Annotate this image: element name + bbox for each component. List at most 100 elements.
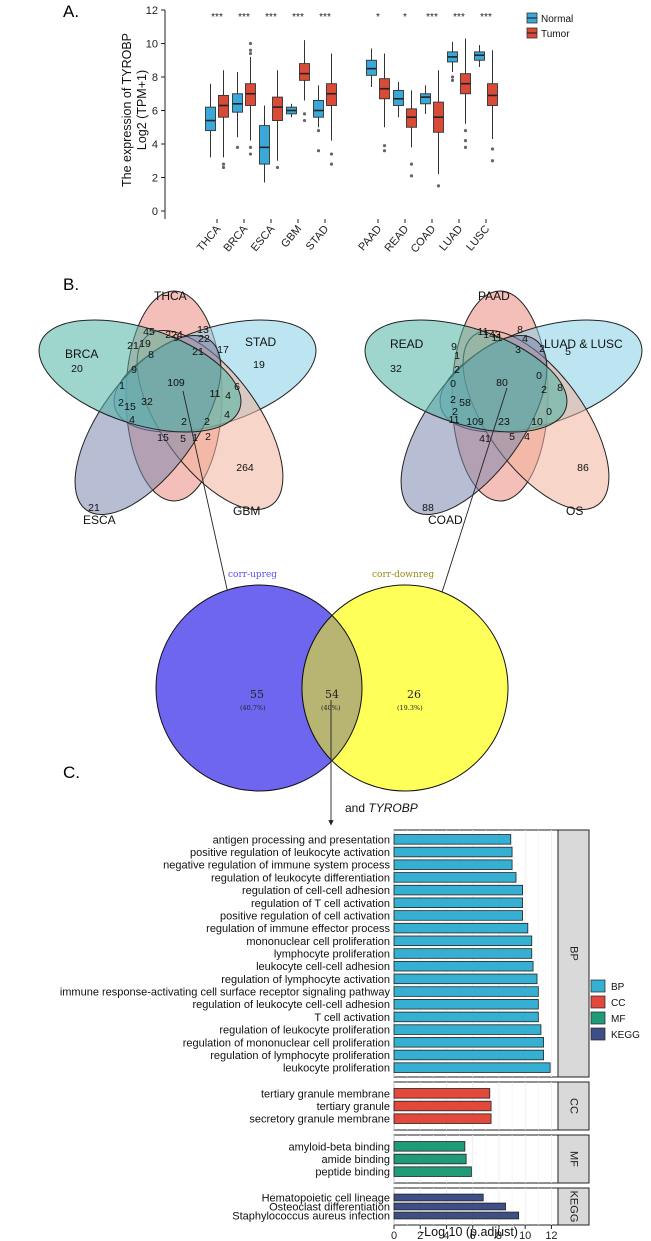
venn-region-count: 8 bbox=[517, 324, 523, 336]
venn-region-count: 4 bbox=[129, 414, 135, 426]
enrichment-term-label: tertiary granule bbox=[317, 1101, 390, 1113]
enrichment-bar bbox=[393, 1113, 492, 1124]
venn-region-count: 1 bbox=[454, 350, 460, 362]
venn-region-count: 1 bbox=[119, 380, 125, 392]
venn-left-set-label-gbm: GBM bbox=[233, 504, 260, 518]
legend-swatch-cc bbox=[590, 995, 606, 1009]
boxplot-significance-label: *** bbox=[319, 12, 331, 23]
boxplot-box bbox=[272, 70, 283, 170]
enrichment-bar bbox=[393, 897, 523, 908]
boxplot-box bbox=[232, 71, 243, 149]
venn-region-count: 5 bbox=[565, 346, 571, 358]
boxplot-significance-label: *** bbox=[211, 12, 223, 23]
boxplot-box bbox=[487, 50, 498, 163]
boxplot-outlier bbox=[221, 162, 226, 166]
enrichment-term-label: regulation of leukocyte cell-cell adhesi… bbox=[192, 999, 390, 1011]
boxplot-box bbox=[326, 53, 337, 166]
legend-label-kegg: KEGG bbox=[611, 1030, 640, 1041]
boxplot-y-tick-label: 2 bbox=[152, 173, 158, 185]
venn-region-count: 8 bbox=[148, 349, 154, 361]
venn-region-count: 9 bbox=[131, 364, 137, 376]
enrichment-x-tick-label: 4 bbox=[443, 1230, 449, 1241]
legend-label-mf: MF bbox=[611, 1014, 625, 1025]
enrichment-term-label: T cell activation bbox=[314, 1012, 390, 1024]
boxplot-outlier bbox=[463, 145, 468, 149]
legend-swatch-mf bbox=[590, 1011, 606, 1025]
venn-set-brca bbox=[38, 319, 242, 433]
legend-label-normal: Normal bbox=[541, 14, 573, 25]
boxplot-box bbox=[259, 105, 270, 183]
boxplot-x-tick-label: LUSC bbox=[464, 223, 492, 253]
boxplot-outlier bbox=[316, 129, 321, 133]
enrichment-bar bbox=[393, 1011, 539, 1023]
boxplot-box bbox=[433, 70, 444, 188]
venn-region-count: 21 bbox=[192, 346, 204, 358]
boxplot-y-tick-label: 4 bbox=[152, 139, 158, 151]
enrichment-term-label: regulation of mononuclear cell prolifera… bbox=[183, 1037, 390, 1049]
boxplot-x-tick-label: BRCA bbox=[221, 223, 250, 255]
enrichment-term-label: leukocyte proliferation bbox=[283, 1063, 390, 1075]
boxplot-x-tick-label: READ bbox=[382, 223, 411, 254]
boxplot-box bbox=[474, 45, 485, 67]
boxplot-significance-label: *** bbox=[265, 12, 277, 23]
venn-region-count: 109 bbox=[167, 377, 185, 389]
boxplot-significance-label: * bbox=[376, 12, 380, 23]
enrichment-facet-strip: MF bbox=[557, 1134, 590, 1184]
venn-diagram-right: PAAD LUAD & LUSC OS COAD READ 1435868832… bbox=[364, 289, 643, 527]
venn-two-count-upreg-only: 55 bbox=[250, 688, 264, 701]
boxplot-box bbox=[379, 53, 390, 153]
boxplot-box bbox=[447, 41, 458, 82]
enrichment-bar bbox=[393, 1088, 491, 1099]
venn-region-count: 5 bbox=[509, 431, 515, 443]
boxplot-significance-label: *** bbox=[292, 12, 304, 23]
boxplot-box bbox=[218, 70, 229, 170]
boxplot-outlier bbox=[382, 144, 387, 148]
boxplot-x-tick-label: GBM bbox=[279, 223, 304, 250]
venn-region-count: 2 bbox=[204, 416, 210, 428]
enrichment-bar bbox=[393, 910, 523, 921]
enrichment-bar bbox=[393, 1193, 484, 1202]
boxplot-outlier bbox=[248, 145, 253, 149]
boxplot-box bbox=[366, 48, 377, 88]
venn-region-count: 9 bbox=[173, 332, 179, 344]
boxplot-outlier bbox=[235, 145, 240, 149]
enrichment-term-label: Hematopoietic cell lineage bbox=[262, 1193, 390, 1205]
venn-right-set-label-os: OS bbox=[566, 504, 583, 518]
boxplot-x-tick-label: ESCA bbox=[249, 223, 278, 254]
enrichment-x-tick-label: 2 bbox=[417, 1230, 423, 1241]
enrichment-term-label: negative regulation of immune system pro… bbox=[163, 860, 390, 872]
boxplot-box bbox=[245, 41, 256, 156]
venn-region-count: 15 bbox=[157, 432, 169, 444]
enrichment-x-tick-label: 6 bbox=[470, 1230, 476, 1241]
boxplot-outlier bbox=[409, 174, 414, 178]
venn-region-count: 11 bbox=[210, 388, 221, 400]
venn-region-count: 4 bbox=[524, 431, 530, 443]
enrichment-bar bbox=[393, 935, 533, 947]
enrichment-bar bbox=[393, 1211, 520, 1220]
enrichment-facet-panel: KEGG Hematopoietic cell lineageOsteoclast… bbox=[232, 1187, 590, 1226]
enrichment-bar bbox=[393, 948, 533, 959]
venn-region-count: 22 bbox=[198, 333, 210, 345]
enrichment-term-label: antigen processing and presentation bbox=[213, 834, 390, 846]
venn-region-count: 109 bbox=[466, 416, 484, 428]
enrichment-bar bbox=[393, 960, 534, 972]
enrichment-term-label: leukocyte cell-cell adhesion bbox=[256, 961, 390, 973]
enrichment-facet-label: KEGG bbox=[568, 1191, 580, 1223]
boxplot-box bbox=[393, 82, 404, 118]
boxplot-significance-label: *** bbox=[238, 12, 250, 23]
venn-right-set-label-luad-lusc: LUAD & LUSC bbox=[544, 337, 623, 351]
venn-region-count: 88 bbox=[422, 502, 434, 514]
enrichment-bar bbox=[393, 1166, 472, 1177]
gene-annotation: and TYROBP bbox=[345, 801, 418, 815]
boxplot-y-tick-label: 8 bbox=[152, 72, 158, 84]
venn-region-count: 2 bbox=[454, 364, 460, 376]
enrichment-facet-strip: CC bbox=[557, 1081, 590, 1131]
venn-set-read bbox=[364, 319, 568, 433]
venn-region-count: 0 bbox=[450, 378, 456, 390]
enrichment-term-label: regulation of leukocyte differentiation bbox=[211, 872, 390, 884]
enrichment-bar bbox=[393, 1049, 544, 1061]
venn-region-count: 2 bbox=[539, 343, 545, 355]
enrichment-term-label: Osteoclast differentiation bbox=[269, 1202, 390, 1214]
